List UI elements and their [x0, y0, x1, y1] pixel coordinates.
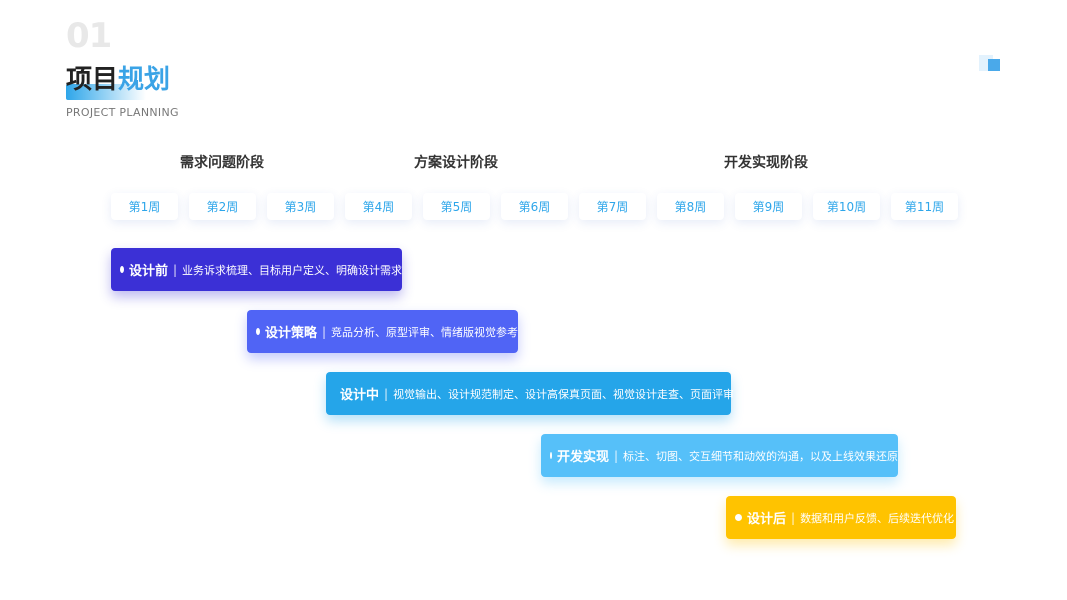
title-dark: 项目	[66, 65, 119, 95]
task-separator: |	[791, 510, 796, 525]
week-label: 第4周	[345, 193, 412, 220]
task-description: 竞品分析、原型评审、情绪版视觉参考	[331, 325, 518, 339]
phase-label: 方案设计阶段	[414, 155, 498, 171]
week-label: 第3周	[267, 193, 334, 220]
task-title: 设计中	[340, 388, 380, 403]
task-bar: 设计中 | 视觉输出、设计规范制定、设计高保真页面、视觉设计走查、页面评审	[326, 372, 735, 415]
week-label: 第8周	[657, 193, 724, 220]
bullet-dot-icon	[120, 266, 124, 273]
task-separator: |	[321, 324, 326, 339]
task-bar: 设计后 | 数据和用户反馈、后续迭代优化	[726, 496, 956, 539]
phase-label: 开发实现阶段	[724, 155, 808, 171]
week-label: 第1周	[111, 193, 178, 220]
task-bar: 开发实现 | 标注、切图、交互细节和动效的沟通，以及上线效果还原	[541, 434, 898, 477]
task-description: 业务诉求梳理、目标用户定义、明确设计需求	[182, 263, 402, 277]
task-description: 标注、切图、交互细节和动效的沟通，以及上线效果还原	[623, 449, 898, 463]
page-title: 项目规划	[66, 64, 170, 96]
task-separator: |	[613, 448, 618, 463]
week-label: 第2周	[189, 193, 256, 220]
page-subtitle: PROJECT PLANNING	[66, 106, 179, 119]
task-title: 设计策略	[264, 326, 317, 341]
task-description: 数据和用户反馈、后续迭代优化	[800, 511, 955, 525]
task-description: 视觉输出、设计规范制定、设计高保真页面、视觉设计走查、页面评审	[393, 387, 735, 401]
week-label: 第7周	[579, 193, 646, 220]
task-bar: 设计前 | 业务诉求梳理、目标用户定义、明确设计需求	[111, 248, 402, 291]
title-highlight	[66, 84, 146, 100]
bullet-dot-icon	[550, 452, 552, 459]
bullet-dot-icon	[735, 514, 742, 521]
title-blue: 规划	[118, 65, 171, 95]
bullet-dot-icon	[256, 328, 260, 335]
week-label: 第5周	[423, 193, 490, 220]
decor-square-blue	[988, 59, 1000, 71]
week-label: 第11周	[891, 193, 958, 220]
task-separator: |	[172, 262, 177, 277]
task-bar: 设计策略 | 竞品分析、原型评审、情绪版视觉参考	[247, 310, 518, 353]
task-title: 设计前	[128, 264, 168, 279]
section-number: 01	[66, 16, 112, 56]
task-title: 设计后	[747, 512, 787, 527]
week-label: 第9周	[735, 193, 802, 220]
week-label: 第10周	[813, 193, 880, 220]
task-title: 开发实现	[556, 450, 609, 465]
task-separator: |	[384, 386, 389, 401]
week-label: 第6周	[501, 193, 568, 220]
phase-label: 需求问题阶段	[180, 155, 264, 171]
